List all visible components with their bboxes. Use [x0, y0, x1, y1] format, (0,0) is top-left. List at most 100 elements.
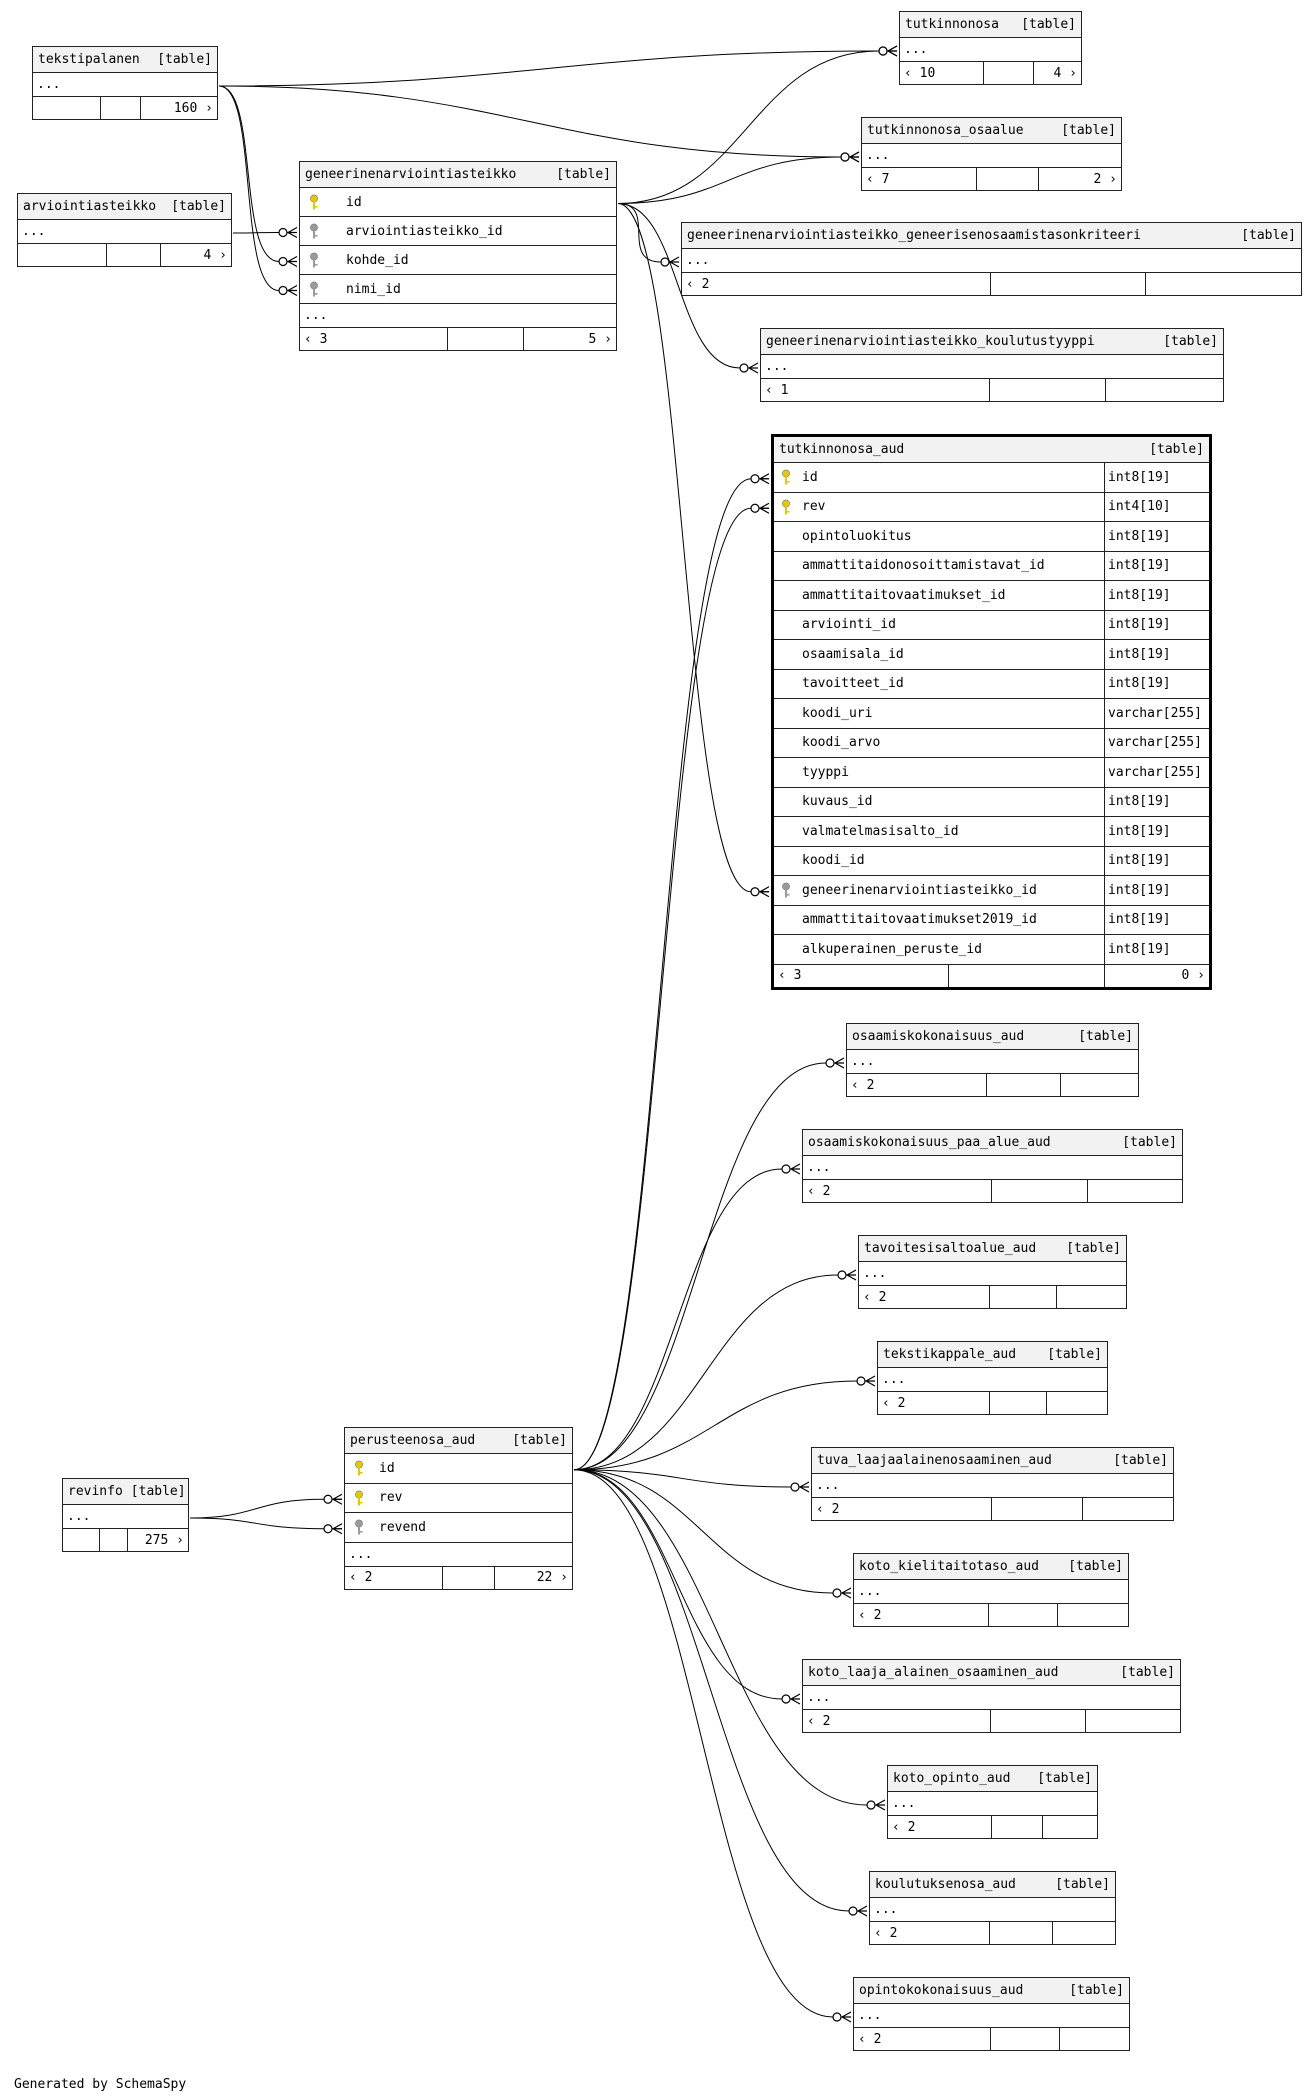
table-header: koto_laaja_alainen_osaaminen_aud[table]	[803, 1660, 1180, 1686]
table-koto-opinto-aud[interactable]: koto_opinto_aud[table]...‹ 2	[887, 1765, 1098, 1839]
children-count[interactable]	[1041, 1816, 1097, 1838]
column-name: arviointiasteikko_id	[346, 223, 503, 239]
column-cell: opintoluokitus	[774, 529, 1104, 544]
children-count[interactable]	[1052, 1922, 1115, 1944]
table-gen-kriteeri[interactable]: geneerinenarviointiasteikko_geneerisenos…	[681, 222, 1302, 296]
table-osaamiskokonaisuus-paa-alue-aud[interactable]: osaamiskokonaisuus_paa_alue_aud[table]..…	[802, 1129, 1183, 1203]
parents-count[interactable]: ‹ 2	[892, 1819, 916, 1835]
table-gen-koulutustyyppi[interactable]: geneerinenarviointiasteikko_koulutustyyp…	[760, 328, 1224, 402]
children-count[interactable]	[1045, 1392, 1107, 1414]
column-row-revend[interactable]: revend	[345, 1513, 572, 1543]
table-tekstipalanen[interactable]: tekstipalanen[table]...160 ›	[32, 46, 218, 120]
column-row-id[interactable]: id	[300, 188, 616, 217]
children-count[interactable]	[1145, 273, 1301, 295]
table-koulutuksenosa-aud[interactable]: koulutuksenosa_aud[table]...‹ 2	[869, 1871, 1116, 1945]
table-koto-kielitaitotaso-aud[interactable]: koto_kielitaitotaso_aud[table]...‹ 2	[853, 1553, 1129, 1627]
table-koto-laaja-alainen-osaaminen-aud[interactable]: koto_laaja_alainen_osaaminen_aud[table].…	[802, 1659, 1181, 1733]
parents-count[interactable]: ‹ 2	[858, 2031, 882, 2047]
children-count[interactable]	[1059, 2028, 1129, 2050]
parents-count[interactable]: ‹ 2	[816, 1501, 840, 1517]
table-header: geneerinenarviointiasteikko_geneerisenos…	[682, 223, 1301, 249]
children-count[interactable]: 4 ›	[1032, 62, 1081, 84]
column-name: osaamisala_id	[802, 646, 904, 662]
children-count[interactable]: 2 ›	[1037, 168, 1121, 190]
children-count[interactable]	[1105, 379, 1223, 401]
children-count[interactable]	[1081, 1498, 1174, 1520]
table-header: opintokokonaisuus_aud[table]	[854, 1978, 1129, 2004]
parents-count[interactable]: ‹ 2	[686, 276, 710, 292]
column-row-id[interactable]: id	[345, 1454, 572, 1484]
parents-count[interactable]: ‹ 2	[851, 1077, 875, 1093]
parents-count[interactable]: ‹ 2	[807, 1183, 831, 1199]
parents-count[interactable]: ‹ 2	[858, 1607, 882, 1623]
table-tuva-laajaalainenosaaminen-aud[interactable]: tuva_laajaalainenosaaminen_aud[table]...…	[811, 1447, 1174, 1521]
parents-count[interactable]: ‹ 2	[349, 1570, 373, 1585]
more-columns-ellipsis: ...	[854, 1580, 1128, 1604]
children-count[interactable]	[1085, 1710, 1180, 1732]
column-row-arviointiasteikko-id[interactable]: arviointiasteikko_id	[300, 217, 616, 246]
children-count[interactable]: 160 ›	[139, 97, 217, 119]
primary-key-icon	[351, 1460, 367, 1476]
parents-count[interactable]: ‹ 2	[874, 1925, 898, 1941]
table-header: osaamiskokonaisuus_aud[table]	[847, 1024, 1138, 1050]
many-cardinality-marker	[759, 886, 770, 898]
table-osaamiskokonaisuus-aud[interactable]: osaamiskokonaisuus_aud[table]...‹ 2	[846, 1023, 1139, 1097]
children-count[interactable]	[1086, 1180, 1183, 1202]
column-cell: id	[300, 194, 616, 210]
table-tekstikappale-aud[interactable]: tekstikappale_aud[table]...‹ 2	[877, 1341, 1108, 1415]
table-revinfo[interactable]: revinfo[table]...275 ›	[62, 1478, 189, 1552]
parents-count[interactable]	[33, 97, 100, 119]
parents-count[interactable]	[18, 244, 106, 266]
children-count[interactable]: 275 ›	[127, 1529, 188, 1551]
table-type-tag: [table]	[1068, 1559, 1123, 1574]
parents-count[interactable]: ‹ 2	[863, 1289, 887, 1305]
more-columns-ellipsis: ...	[854, 2004, 1129, 2028]
column-type: varchar[255]	[1104, 758, 1209, 787]
column-row-rev[interactable]: rev	[345, 1484, 572, 1513]
column-row-kohde-id[interactable]: kohde_id	[300, 246, 616, 275]
children-count[interactable]: 5 ›	[522, 328, 616, 350]
column-row-nimi-id[interactable]: nimi_id	[300, 275, 616, 304]
parents-count[interactable]: ‹ 7	[866, 171, 890, 187]
children-count[interactable]: 22 ›	[493, 1566, 572, 1589]
parents-count[interactable]: ‹ 3	[778, 968, 802, 983]
table-footer: ‹ 1	[761, 379, 1223, 401]
parents-count[interactable]: ‹ 3	[304, 331, 328, 347]
table-arviointiasteikko[interactable]: arviointiasteikko[table]...4 ›	[17, 193, 232, 267]
parents-count[interactable]	[63, 1529, 99, 1551]
children-count[interactable]: 0 ›	[1104, 964, 1209, 987]
table-opintokokonaisuus-aud[interactable]: opintokokonaisuus_aud[table]... ‹ 2	[853, 1977, 1130, 2051]
children-count[interactable]	[1056, 1604, 1129, 1626]
table-tavoitesisaltoalue-aud[interactable]: tavoitesisaltoalue_aud[table]...‹ 2	[858, 1235, 1127, 1309]
parents-count[interactable]: ‹ 2	[807, 1713, 831, 1729]
parents-count[interactable]: ‹ 2	[882, 1395, 906, 1411]
children-count[interactable]	[1059, 1074, 1138, 1096]
many-cardinality-marker	[887, 45, 898, 57]
parents-count[interactable]: ‹ 10	[904, 65, 936, 81]
parents-count[interactable]: ‹ 1	[765, 382, 789, 398]
children-count[interactable]	[1055, 1286, 1126, 1308]
children-count[interactable]: 4 ›	[159, 244, 231, 266]
